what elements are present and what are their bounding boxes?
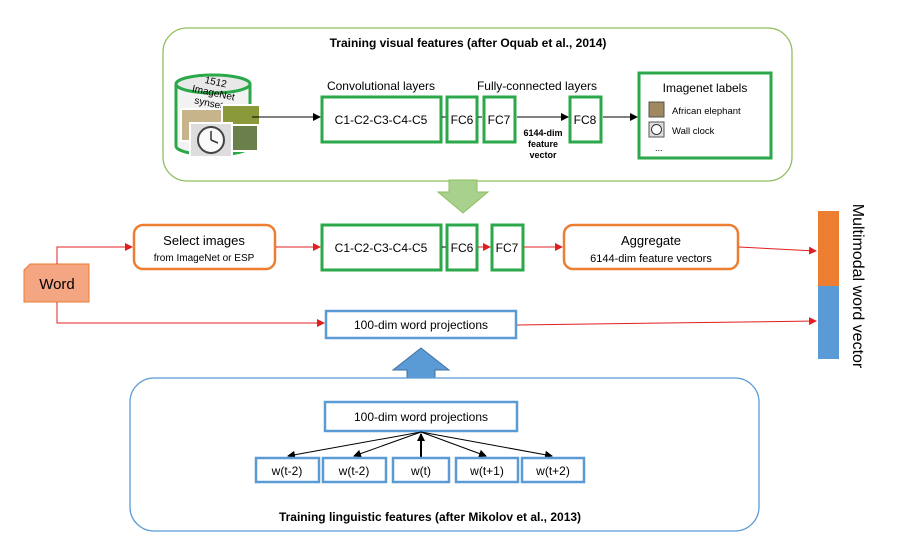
- word-node: [23, 263, 90, 303]
- label-african-elephant: African elephant: [672, 106, 741, 117]
- select-images-line2: from ImageNet or ESP: [154, 253, 255, 264]
- fc6-top: [445, 95, 479, 144]
- fc6-top-label: FC6: [451, 113, 474, 127]
- context-word-box-2: [321, 456, 388, 484]
- big-down-arrow-green: [436, 179, 490, 214]
- word-projection-bottom-label: 100-dim word projections: [354, 410, 488, 424]
- imagenet-labels-title: Imagenet labels: [663, 81, 748, 95]
- word-label: Word: [39, 276, 75, 293]
- arrow-word-to-projection: [56, 302, 325, 327]
- multimodal-vector-visual-part: [818, 211, 839, 286]
- feature-vector-line2: feature: [528, 139, 558, 149]
- database-label-line1: 1512: [204, 75, 228, 90]
- aggregate-line2: 6144-dim feature vectors: [590, 253, 712, 265]
- fc6-mid-label: FC6: [451, 241, 474, 255]
- fc8-top: [568, 95, 603, 144]
- arrow-word-to-select: [56, 243, 133, 264]
- feature-vector-line1: 6144-dim: [523, 128, 562, 138]
- word-projection-mid-box: [324, 309, 518, 340]
- fc7-mid-label: FC7: [496, 241, 519, 255]
- word-projection-mid-label: 100-dim word projections: [354, 318, 488, 332]
- feature-vector-line3: vector: [529, 150, 557, 160]
- imagenet-database-icon: 1512 ImageNet synsets: [174, 73, 261, 158]
- context-word-box-5: [520, 456, 586, 484]
- arrow-aggregate-to-multimodal: [738, 246, 817, 255]
- aggregate-box: [562, 223, 740, 271]
- fc7-top: [482, 95, 517, 144]
- elephant-thumbnail-icon: [648, 101, 665, 118]
- select-images-line1: Select images: [163, 233, 245, 248]
- arrow-proj-to-w1: [287, 431, 422, 459]
- select-images-box: [132, 223, 277, 271]
- multimodal-vector-linguistic-part: [818, 286, 839, 359]
- fc-layers-header: Fully-connected layers: [477, 79, 597, 93]
- fc7-mid: [490, 223, 525, 272]
- label-wall-clock: Wall clock: [672, 126, 715, 137]
- context-word-5: w(t+2): [535, 464, 570, 478]
- context-word-2: w(t-2): [338, 464, 370, 478]
- word-projection-bottom-box: [323, 400, 519, 433]
- center-word: w(t): [410, 464, 431, 478]
- arrow-proj-to-w5: [420, 431, 553, 459]
- fc8-top-label: FC8: [574, 113, 597, 127]
- context-word-1: w(t-2): [271, 464, 303, 478]
- context-word-4: w(t+1): [469, 464, 504, 478]
- linguistic-panel-title: Training linguistic features (after Miko…: [279, 510, 581, 524]
- conv-block-top-label: C1-C2-C3-C4-C5: [335, 113, 428, 127]
- aggregate-line1: Aggregate: [621, 233, 681, 248]
- arrow-proj-to-w2: [353, 431, 422, 458]
- context-word-box-4: [454, 456, 520, 484]
- conv-layers-header: Convolutional layers: [327, 79, 435, 93]
- conv-block-mid: [320, 223, 443, 272]
- fc6-mid: [445, 223, 479, 272]
- arrow-projection-to-multimodal: [516, 317, 817, 326]
- multimodal-vector-label: Multimodal word vector: [849, 204, 866, 369]
- conv-block-mid-label: C1-C2-C3-C4-C5: [335, 241, 428, 255]
- fc7-top-label: FC7: [488, 113, 511, 127]
- context-word-box-1: [254, 456, 321, 484]
- visual-panel-title: Training visual features (after Oquab et…: [330, 36, 607, 50]
- label-more: ...: [655, 143, 663, 153]
- arrow-proj-to-w4: [420, 431, 487, 458]
- center-word-box: [391, 456, 451, 484]
- linguistic-training-panel: [129, 377, 760, 532]
- conv-block-top: [320, 95, 443, 144]
